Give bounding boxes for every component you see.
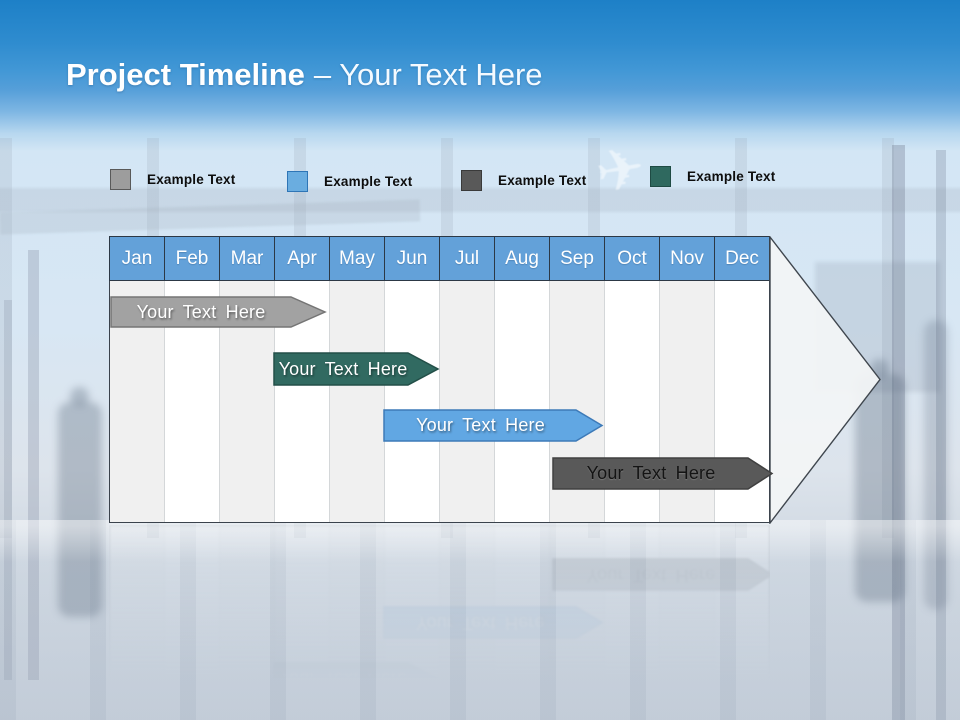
background-mullion	[28, 250, 39, 680]
gantt-bar-label: Your Text Here	[586, 463, 716, 483]
month-cell: Oct	[605, 237, 660, 280]
timeline-end-arrow	[768, 235, 881, 524]
legend-swatch-teal	[650, 166, 671, 187]
month-cell: Jul	[440, 237, 495, 280]
slide-title-main: Project Timeline	[66, 57, 305, 92]
month-cell: Apr	[275, 237, 330, 280]
month-cell: Jan	[110, 237, 165, 280]
legend-item[interactable]: Example Text	[461, 170, 586, 191]
timeline-month-header: Jan Feb Mar Apr May Jun Jul Aug Sep Oct …	[109, 236, 770, 281]
grid-column	[275, 281, 330, 522]
timeline: Jan Feb Mar Apr May Jun Jul Aug Sep Oct …	[109, 235, 881, 524]
legend-item[interactable]: Example Text	[650, 166, 775, 187]
legend-swatch-darkgray	[461, 170, 482, 191]
month-cell: Dec	[725, 247, 759, 269]
month-cell: Aug	[495, 237, 550, 280]
gantt-bar-4[interactable]: Your Text Here	[552, 457, 774, 490]
gantt-bar-2[interactable]: Your Text Here	[273, 352, 440, 386]
legend-item[interactable]: Example Text	[287, 171, 412, 192]
background-floor-reflection	[0, 520, 960, 720]
legend-label: Example Text	[324, 174, 413, 189]
background-mullion	[936, 150, 946, 720]
legend-label: Example Text	[147, 172, 236, 187]
grid-column	[605, 281, 660, 522]
grid-column	[440, 281, 495, 522]
slide-title[interactable]: Project Timeline– Your Text Here	[66, 57, 543, 93]
slide-title-placeholder: – Your Text Here	[313, 57, 543, 92]
month-cell: Feb	[165, 237, 220, 280]
gantt-bar-1[interactable]: Your Text Here	[110, 296, 327, 328]
legend-item[interactable]: Example Text	[110, 169, 235, 190]
month-cell: Nov	[660, 237, 715, 280]
gantt-bar-label: Your Text Here	[278, 358, 408, 379]
legend-label: Example Text	[498, 173, 587, 188]
background-mullion	[4, 300, 12, 680]
gantt-bar-3[interactable]: Your Text Here	[383, 409, 604, 442]
background-mullion	[892, 145, 905, 720]
grid-column	[330, 281, 385, 522]
legend-swatch-blue	[287, 171, 308, 192]
month-cell: Jun	[385, 237, 440, 280]
grid-column	[495, 281, 550, 522]
grid-column	[385, 281, 440, 522]
gantt-bar-label: Your Text Here	[416, 415, 545, 435]
legend-swatch-gray	[110, 169, 131, 190]
month-cell: May	[330, 237, 385, 280]
background-person-silhouette	[924, 320, 948, 610]
grid-column	[165, 281, 220, 522]
gantt-bar-label: Your Text Here	[136, 301, 266, 322]
month-cell: Sep	[550, 237, 605, 280]
background-person-silhouette	[58, 387, 102, 617]
legend-label: Example Text	[687, 169, 776, 184]
month-cell: Mar	[220, 237, 275, 280]
